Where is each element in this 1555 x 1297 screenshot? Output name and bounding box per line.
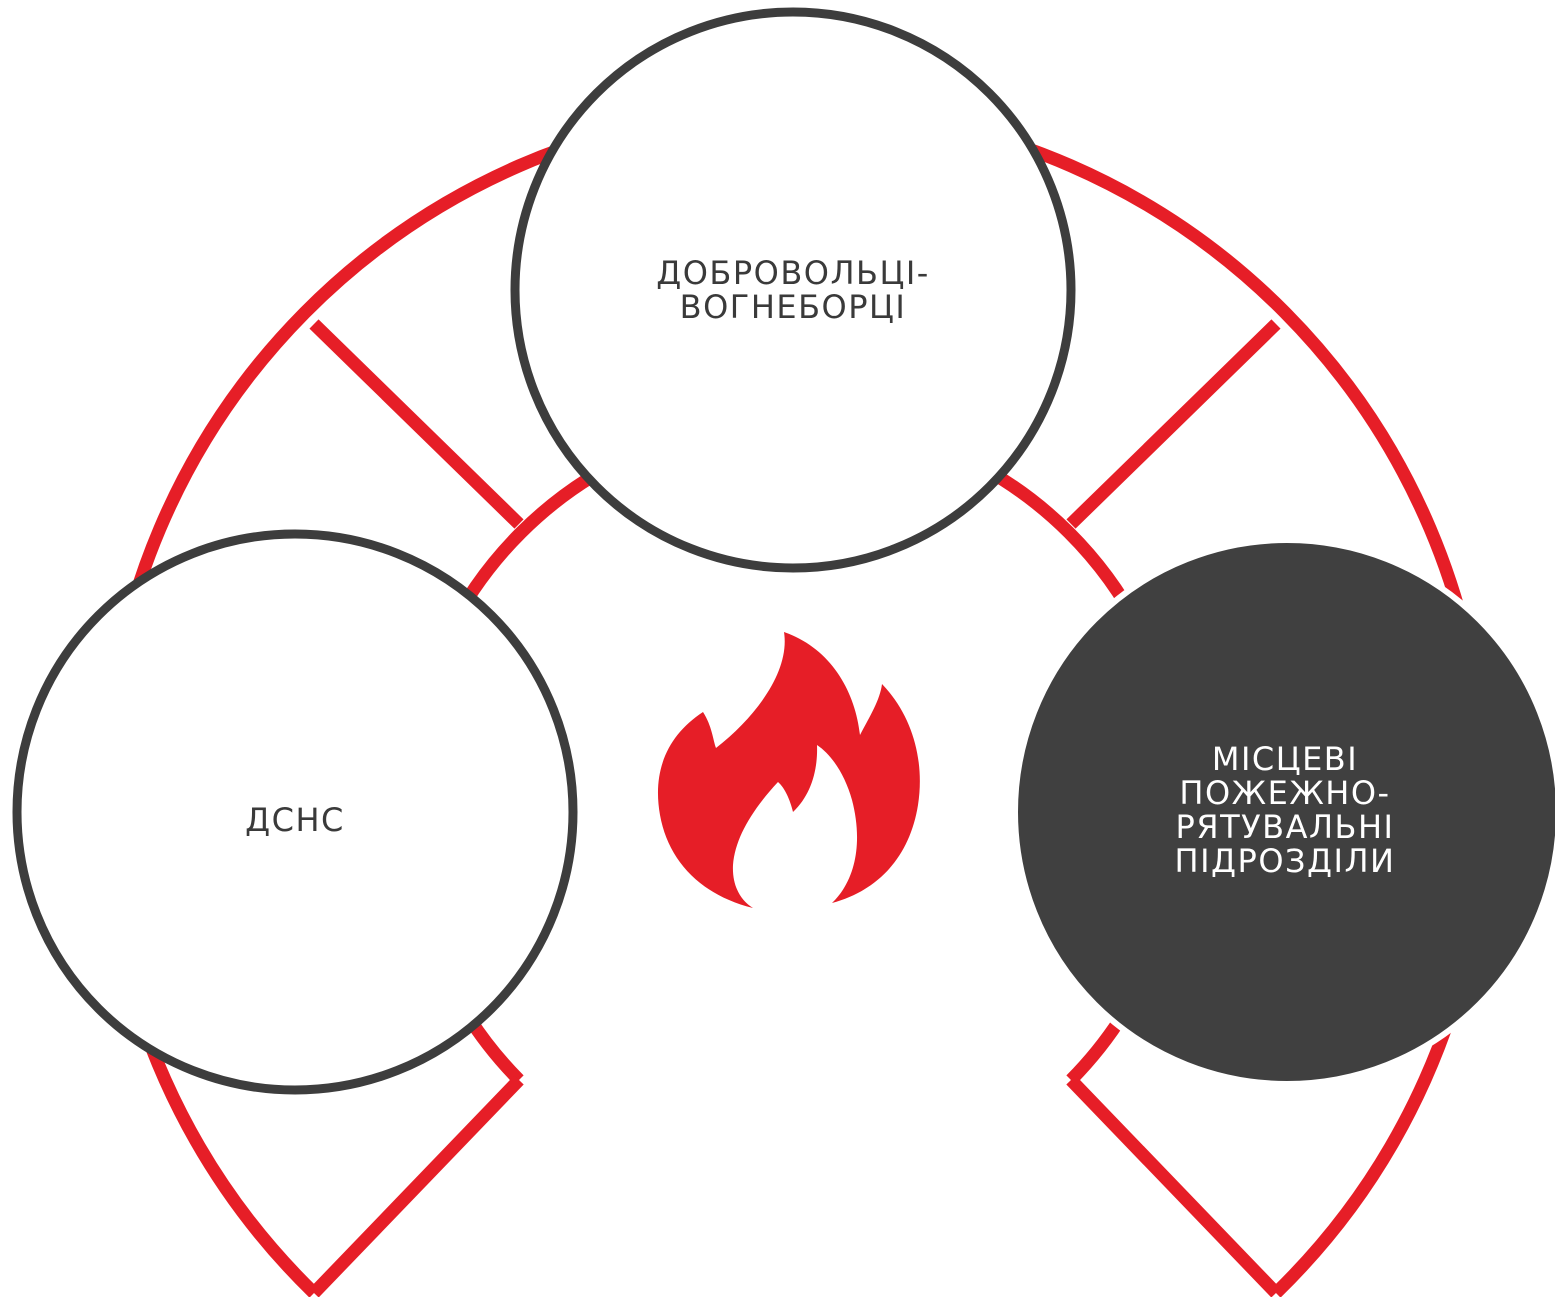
- ring-spoke-upper-left: [309, 319, 524, 529]
- node-circle-top: [510, 7, 1076, 573]
- node-circle-left: [12, 529, 578, 1095]
- node-label-dsns: ДСНС: [245, 801, 345, 839]
- node-label-volunteer-firefighters: ДОБРОВОЛЬЦІ- ВОГНЕБОРЦІ: [656, 254, 930, 326]
- ring-spoke-upper-right: [1066, 319, 1281, 529]
- fire-icon: [657, 632, 920, 908]
- node-circle-right: [1012, 537, 1555, 1087]
- node-label-local-fire-rescue-units: МІСЦЕВІ ПОЖЕЖНО- РЯТУВАЛЬНІ ПІДРОЗДІЛИ: [1174, 740, 1396, 880]
- ring-spoke-lower-right: [1066, 1075, 1281, 1297]
- ring-spoke-lower-left: [309, 1075, 524, 1297]
